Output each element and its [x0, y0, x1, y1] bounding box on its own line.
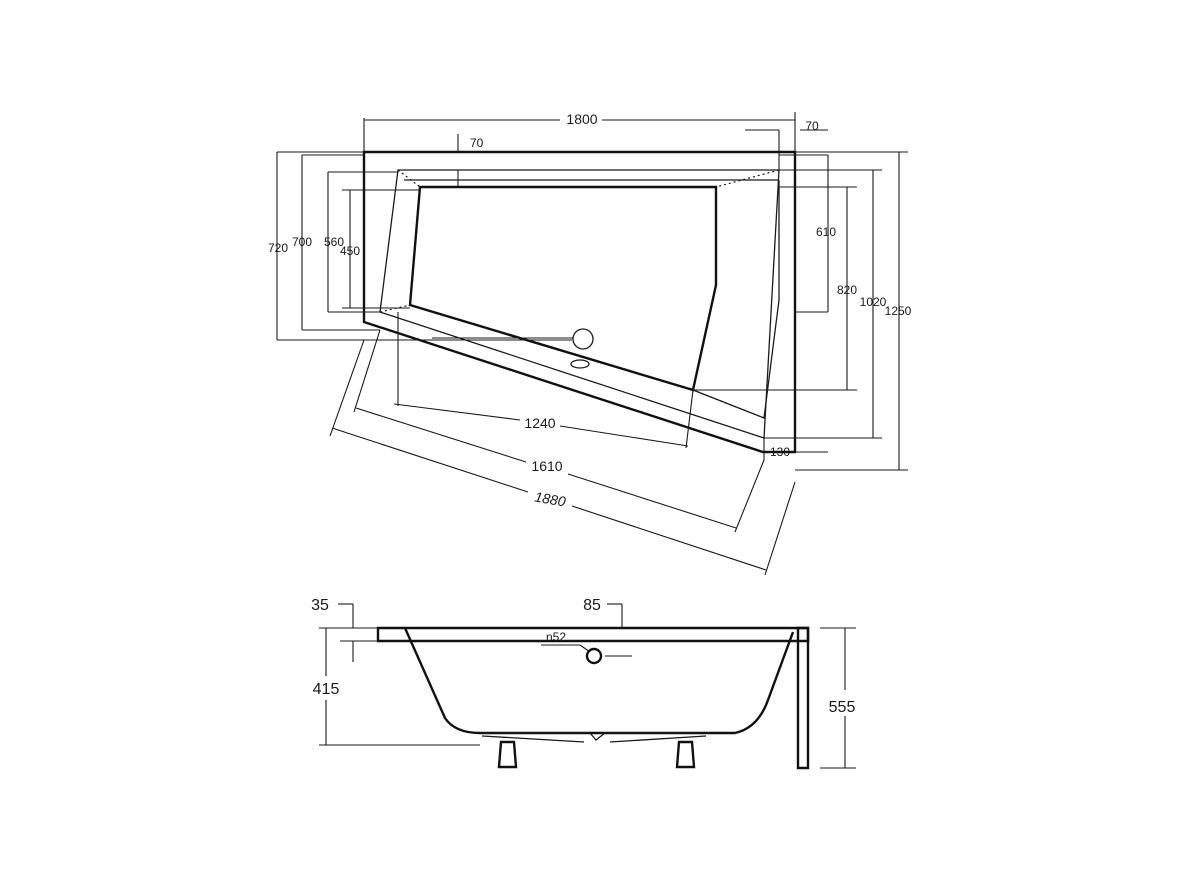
- dim-width-total: 1800: [566, 111, 597, 127]
- tub-foot-left: [497, 740, 518, 769]
- dim-450: 450: [340, 244, 360, 258]
- overflow-hole: [570, 359, 590, 369]
- dim-415: 415: [313, 681, 340, 698]
- dim-1240: 1240: [524, 415, 555, 431]
- dim-85: 85: [583, 597, 601, 614]
- dim-820: 820: [837, 283, 857, 297]
- dim-35: 35: [311, 597, 329, 614]
- side-drain: [585, 647, 603, 665]
- dim-1610: 1610: [531, 458, 562, 474]
- dim-drain: n52: [546, 630, 566, 644]
- drain-circle: [572, 328, 594, 350]
- tub-foot-right: [675, 740, 696, 769]
- dim-610: 610: [816, 225, 836, 239]
- tub-outer-rim: [362, 150, 797, 454]
- dim-1020: 1020: [860, 295, 887, 309]
- dim-700: 700: [292, 235, 312, 249]
- dim-1880: 1880: [533, 488, 567, 509]
- side-view: n52 35 85 415 555: [311, 597, 856, 770]
- dim-555: 555: [829, 699, 856, 716]
- dim-720: 720: [268, 241, 288, 255]
- dim-560: 560: [324, 235, 344, 249]
- tub-inner-rim: [379, 169, 780, 439]
- apron-panel: [796, 626, 810, 770]
- tub-basin: [408, 185, 718, 392]
- dim-rim-top: 70: [470, 136, 484, 150]
- top-view: 1800 70 70 720 700 560 450 610: [268, 111, 912, 576]
- dim-130: 130: [770, 445, 790, 459]
- dim-rim-right: 70: [805, 119, 819, 133]
- dim-1250: 1250: [885, 304, 912, 318]
- tub-side-rim: [376, 626, 810, 643]
- tub-side-body: [403, 627, 795, 735]
